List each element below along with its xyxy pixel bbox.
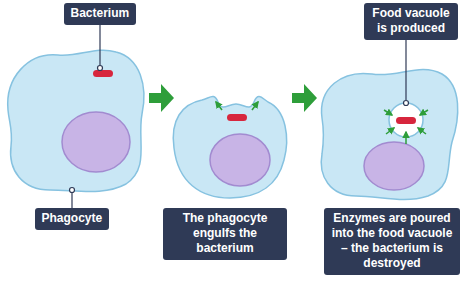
bacterium <box>227 114 247 121</box>
bacterium <box>93 70 113 77</box>
process-arrow <box>149 84 174 112</box>
label-box: The phagocyte engulfs the bacterium <box>163 208 287 260</box>
phagocyte-cell <box>173 96 286 198</box>
leader-dot <box>98 66 103 71</box>
leader-line <box>405 40 406 100</box>
small-arrow <box>384 110 392 115</box>
label-text: Phagocyte <box>42 211 103 226</box>
nucleus <box>364 142 424 190</box>
leader-line <box>71 193 72 208</box>
leader-dot <box>70 188 75 193</box>
small-arrow <box>420 110 428 115</box>
bacterium <box>396 117 416 124</box>
label-box: Enzymes are poured into the food vacuole… <box>324 208 460 275</box>
nucleus <box>62 112 130 172</box>
food-vacuole <box>389 103 423 137</box>
phagocyte-cell <box>8 50 144 191</box>
leader-dot <box>404 101 409 106</box>
small-arrow <box>386 128 394 134</box>
label-box: Phagocyte <box>35 208 110 230</box>
process-arrow <box>292 84 317 112</box>
label-text: Food vacuole is produced <box>371 6 451 36</box>
nucleus <box>210 134 270 186</box>
label-text: The phagocyte engulfs the bacterium <box>170 211 280 256</box>
phagocyte-cell <box>321 69 457 199</box>
small-arrow <box>216 102 222 110</box>
label-box: Food vacuole is produced <box>364 3 458 40</box>
small-arrow <box>252 102 258 110</box>
small-arrow <box>418 128 426 134</box>
label-box: Bacterium <box>64 3 137 25</box>
label-text: Bacterium <box>71 6 130 21</box>
label-text: Enzymes are poured into the food vacuole… <box>331 211 453 271</box>
leader-line <box>99 22 100 66</box>
small-arrow <box>405 132 407 144</box>
